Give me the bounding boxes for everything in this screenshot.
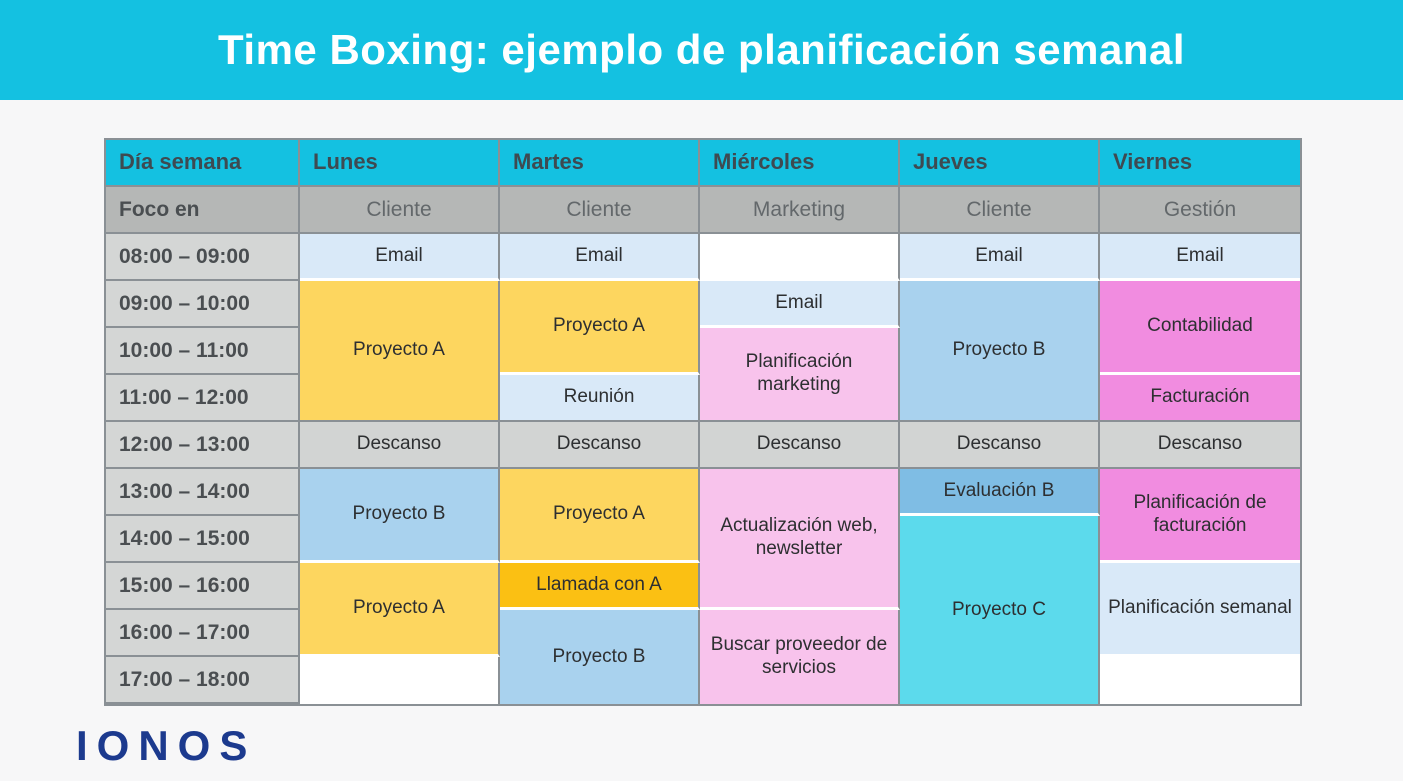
- cell-lunes-descanso: Descanso: [300, 422, 500, 469]
- page-title: Time Boxing: ejemplo de planificación se…: [218, 26, 1185, 73]
- cell-martes-proyecto-a-morning: Proyecto A: [500, 281, 700, 375]
- cell-lunes-empty: [300, 657, 500, 704]
- cell-miercoles-descanso: Descanso: [700, 422, 900, 469]
- time-0800-0900: 08:00 – 09:00: [106, 234, 300, 281]
- cell-martes-reunion: Reunión: [500, 375, 700, 422]
- cell-viernes-empty: [1100, 657, 1300, 704]
- focus-row-label: Foco en: [106, 187, 300, 234]
- cell-viernes-planificacion-semanal: Planificación semanal: [1100, 563, 1300, 657]
- cell-jueves-descanso: Descanso: [900, 422, 1100, 469]
- time-1400-1500: 14:00 – 15:00: [106, 516, 300, 563]
- cell-miercoles-empty: [700, 234, 900, 281]
- cell-lunes-proyecto-a-morning: Proyecto A: [300, 281, 500, 422]
- cell-viernes-planificacion-facturacion: Planificación de facturación: [1100, 469, 1300, 563]
- time-1700-1800: 17:00 – 18:00: [106, 657, 300, 704]
- time-1500-1600: 15:00 – 16:00: [106, 563, 300, 610]
- cell-martes-descanso: Descanso: [500, 422, 700, 469]
- time-1300-1400: 13:00 – 14:00: [106, 469, 300, 516]
- cell-martes-proyecto-b: Proyecto B: [500, 610, 700, 704]
- header-jueves: Jueves: [900, 140, 1100, 187]
- cell-martes-llamada-con-a: Llamada con A: [500, 563, 700, 610]
- focus-viernes: Gestión: [1100, 187, 1300, 234]
- time-1000-1100: 10:00 – 11:00: [106, 328, 300, 375]
- header-miercoles: Miércoles: [700, 140, 900, 187]
- title-banner: Time Boxing: ejemplo de planificación se…: [0, 0, 1403, 100]
- cell-lunes-proyecto-a-afternoon: Proyecto A: [300, 563, 500, 657]
- ionos-logo: IONOS: [76, 722, 257, 769]
- header-day-label: Día semana: [106, 140, 300, 187]
- cell-martes-proyecto-a-afternoon: Proyecto A: [500, 469, 700, 563]
- cell-miercoles-planificacion-marketing: Planificación marketing: [700, 328, 900, 422]
- focus-lunes: Cliente: [300, 187, 500, 234]
- time-1600-1700: 16:00 – 17:00: [106, 610, 300, 657]
- cell-jueves-email: Email: [900, 234, 1100, 281]
- header-lunes: Lunes: [300, 140, 500, 187]
- cell-lunes-proyecto-b: Proyecto B: [300, 469, 500, 563]
- cell-jueves-proyecto-b: Proyecto B: [900, 281, 1100, 422]
- cell-jueves-proyecto-c: Proyecto C: [900, 516, 1100, 704]
- cell-viernes-facturacion: Facturación: [1100, 375, 1300, 422]
- cell-viernes-contabilidad: Contabilidad: [1100, 281, 1300, 375]
- time-0900-1000: 09:00 – 10:00: [106, 281, 300, 328]
- cell-martes-email: Email: [500, 234, 700, 281]
- cell-miercoles-buscar-proveedor: Buscar proveedor de servicios: [700, 610, 900, 704]
- cell-miercoles-email: Email: [700, 281, 900, 328]
- focus-martes: Cliente: [500, 187, 700, 234]
- focus-jueves: Cliente: [900, 187, 1100, 234]
- header-viernes: Viernes: [1100, 140, 1300, 187]
- focus-miercoles: Marketing: [700, 187, 900, 234]
- cell-miercoles-actualizacion-web: Actualización web, newsletter: [700, 469, 900, 610]
- cell-viernes-email: Email: [1100, 234, 1300, 281]
- timeboxing-table: Día semana Lunes Martes Miércoles Jueves…: [104, 138, 1302, 706]
- cell-jueves-evaluacion-b: Evaluación B: [900, 469, 1100, 516]
- header-martes: Martes: [500, 140, 700, 187]
- time-1200-1300: 12:00 – 13:00: [106, 422, 300, 469]
- cell-lunes-email: Email: [300, 234, 500, 281]
- time-1100-1200: 11:00 – 12:00: [106, 375, 300, 422]
- cell-viernes-descanso: Descanso: [1100, 422, 1300, 469]
